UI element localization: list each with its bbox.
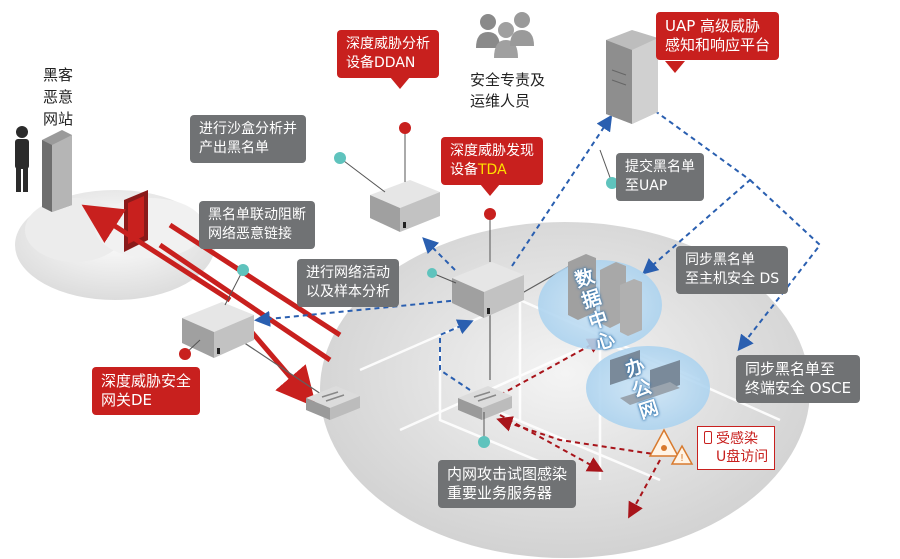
office-computers-icon bbox=[610, 350, 680, 405]
pin-markers bbox=[179, 122, 618, 448]
tda-label-pointer bbox=[480, 184, 500, 196]
svg-text:!: ! bbox=[680, 453, 684, 464]
sandbox-analysis-label: 进行沙盒分析并 产出黑名单 bbox=[190, 115, 306, 163]
warning-triangle-icon: ! bbox=[670, 444, 694, 465]
ddan-label: 深度威胁分析 设备DDAN bbox=[337, 30, 439, 78]
infected-usb-label: 受感染 U盘访问 bbox=[697, 426, 776, 470]
de-gateway-appliance-icon bbox=[182, 302, 254, 358]
sync-ds-label: 同步黑名单 至主机安全 DS bbox=[676, 246, 789, 294]
uap-label-pointer bbox=[665, 61, 685, 73]
biohazard-warning-icon bbox=[648, 428, 680, 457]
malicious-server-icon bbox=[42, 130, 72, 212]
internal-attack-label: 内网攻击试图感染 重要业务服务器 bbox=[438, 460, 577, 508]
infection-paths bbox=[496, 338, 661, 519]
attack-arrows bbox=[81, 204, 342, 408]
network-analysis-label: 进行网络活动 以及样本分析 bbox=[297, 259, 399, 307]
uap-server-icon bbox=[606, 30, 658, 124]
uap-label: UAP 高级威胁 感知和响应平台 bbox=[656, 12, 780, 60]
staff-label: 安全专责及 运维人员 bbox=[470, 71, 546, 110]
tda-highlight: TDA bbox=[478, 162, 507, 178]
gateway-de-label: 深度威胁安全 网关DE bbox=[92, 367, 201, 415]
sync-osce-label: 同步黑名单至 终端安全 OSCE bbox=[736, 355, 861, 403]
staff-people-icon bbox=[476, 12, 534, 58]
tda-label: 深度威胁发现 设备TDA bbox=[441, 137, 543, 185]
flow-arrows bbox=[254, 99, 822, 391]
hacker-icon bbox=[15, 126, 29, 192]
switch-icon-2 bbox=[458, 386, 512, 420]
ddan-label-pointer bbox=[390, 77, 410, 89]
ddan-appliance-icon bbox=[370, 180, 440, 232]
submit-blacklist-label: 提交黑名单 至UAP bbox=[616, 153, 704, 201]
tda-appliance-icon bbox=[452, 262, 524, 318]
switch-icon-1 bbox=[306, 386, 360, 420]
usb-drive-icon bbox=[704, 431, 712, 444]
datacenter-servers-icon bbox=[568, 254, 642, 336]
blacklist-block-label: 黑名单联动阻断 网络恶意链接 bbox=[199, 201, 315, 249]
hacker-site-label: 黑客 恶意 网站 bbox=[43, 66, 74, 128]
